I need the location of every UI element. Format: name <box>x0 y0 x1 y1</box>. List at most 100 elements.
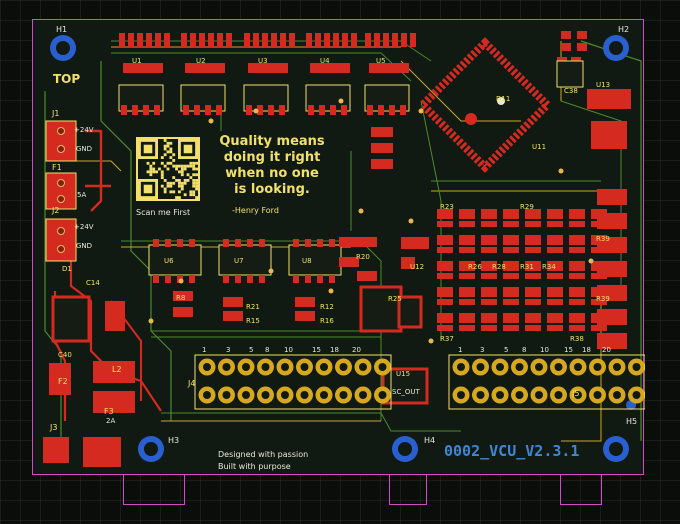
qr-module <box>160 173 164 177</box>
via <box>358 208 364 214</box>
connector-pad <box>57 227 65 235</box>
j5-drill <box>554 363 563 371</box>
smd-pad <box>365 33 371 47</box>
smd-resistor <box>481 261 497 271</box>
j4-drill <box>339 391 348 399</box>
qr-module <box>189 193 193 197</box>
board-version: 0002_VCU_V2.3.1 <box>444 442 580 460</box>
smd-cap-column <box>597 333 627 349</box>
ic-body <box>288 244 342 276</box>
qr-module <box>172 176 176 179</box>
qr-finder <box>195 139 198 159</box>
ref-j3: J3 <box>50 423 58 432</box>
ic-body <box>148 244 202 276</box>
smd-resistor <box>547 325 563 331</box>
qr-module <box>163 187 167 191</box>
smd-pad <box>235 275 241 283</box>
j5-drill <box>613 391 621 399</box>
tvs-diode <box>43 437 69 463</box>
quote-line-3: when no one <box>225 166 319 181</box>
connector-pad <box>57 179 65 187</box>
j5-drill <box>574 363 582 371</box>
qr-module <box>192 181 196 185</box>
pcb-board[interactable] <box>32 19 645 475</box>
ref-u6: U6 <box>164 257 174 265</box>
smd-resistor <box>569 273 585 279</box>
qr-module <box>152 170 156 174</box>
ref-u1: U1 <box>132 57 142 65</box>
smd-resistor <box>481 287 497 297</box>
j4-pin-number: 15 <box>312 346 321 354</box>
smd-pad <box>351 33 357 47</box>
smd-pad <box>121 105 127 115</box>
qr-module <box>169 190 173 194</box>
smd-pad <box>199 33 205 47</box>
smd-resistor <box>569 299 585 305</box>
j5-drill <box>574 391 582 399</box>
qr-module <box>166 150 170 154</box>
j4-pin-number: 8 <box>265 346 270 354</box>
smd-resistor <box>173 291 193 301</box>
qr-module <box>172 159 176 162</box>
ref-r16: R16 <box>320 317 334 325</box>
qr-module <box>192 164 196 168</box>
ref-r29: R34 <box>542 263 556 271</box>
qr-module <box>172 164 176 168</box>
qr-module <box>166 141 170 145</box>
smd-pad <box>153 239 159 247</box>
smd-resistor <box>525 325 541 331</box>
smd-pad <box>217 33 223 47</box>
qr-module <box>163 164 167 168</box>
mcu-thermal-pad <box>465 113 477 125</box>
j4-drill <box>242 363 250 371</box>
smd-pad <box>400 105 406 115</box>
qr-module <box>166 184 170 188</box>
j2-pin2: GND <box>76 242 93 250</box>
smd-cap <box>371 159 393 169</box>
smd-resistor <box>481 235 497 245</box>
qr-module <box>180 181 184 185</box>
ref-c40: C40 <box>58 351 72 359</box>
via <box>148 318 154 324</box>
smd-pad <box>194 105 200 115</box>
via <box>208 118 214 124</box>
qr-module <box>166 144 170 148</box>
via <box>588 258 594 264</box>
qr-module <box>163 139 167 142</box>
smd-pad <box>308 105 314 115</box>
smd-resistor <box>295 311 315 321</box>
smd-pad <box>317 275 323 283</box>
j5-drill <box>515 391 524 399</box>
j4-drill <box>300 363 309 371</box>
power-inductor <box>93 361 135 383</box>
smd-pad-row <box>310 63 350 73</box>
smd-pad <box>374 33 380 47</box>
qr-module <box>169 184 173 188</box>
smd-resistor <box>503 313 519 323</box>
qr-module <box>152 167 156 171</box>
ref-d11: D11 <box>496 95 511 103</box>
qr-module <box>146 161 150 165</box>
qr-module <box>180 173 184 177</box>
j4-pin-number: 20 <box>352 346 361 354</box>
j5-pin-number: 18 <box>582 346 591 354</box>
ic-body <box>397 295 423 329</box>
trace <box>161 412 461 432</box>
qr-module <box>192 193 196 197</box>
qr-module <box>195 181 198 185</box>
ref-u2: U2 <box>196 57 206 65</box>
qr-module <box>183 167 187 171</box>
j4-drill <box>300 391 309 399</box>
connector-j3 <box>83 437 121 467</box>
qr-module <box>183 164 187 168</box>
smd-pad <box>259 239 265 247</box>
smd-pad <box>226 33 232 47</box>
via <box>408 218 414 224</box>
ref-r23: R26 <box>468 263 482 271</box>
qr-module <box>160 184 164 188</box>
qr-code[interactable] <box>136 137 200 201</box>
smd-resistor <box>295 297 315 307</box>
via <box>418 108 424 114</box>
smd-pad-row <box>123 63 163 73</box>
j4-drill <box>261 363 270 371</box>
